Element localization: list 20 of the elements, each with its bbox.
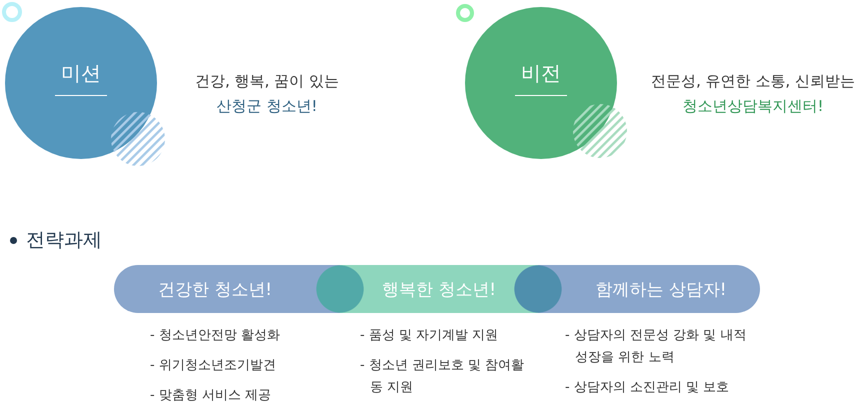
strategy-bar-segment [364, 265, 514, 313]
list-item: - 맞춤형 서비스 제공 [150, 387, 272, 403]
strategy-bar-segment [562, 265, 760, 313]
list-item: - 위기청소년조기발견 [150, 357, 277, 375]
statement-text: 전문성, 유연한 소통, 신뢰받는 [651, 72, 855, 91]
segment-title: 건강한 청소년! [158, 278, 272, 300]
list-item: - 상담자의 전문성 강화 및 내적 성장을 위한 노력 [565, 327, 748, 367]
circle-title: 비전 [515, 60, 567, 96]
list-item: - 청소년안전망 활성화 [150, 327, 281, 345]
highlight-text: 청소년상담복지센터! [682, 97, 824, 116]
strategy-bar-segment [114, 265, 316, 313]
segment-title: 함께하는 상담자! [595, 278, 727, 300]
section-heading: 전략과제 [26, 228, 102, 253]
list-item: - 청소년 권리보호 및 참여활동 지원 [360, 357, 526, 397]
circle-title: 미션 [55, 60, 107, 96]
list-item: - 품성 및 자기계발 지원 [360, 327, 500, 345]
highlight-text: 산청군 청소년! [216, 97, 318, 116]
statement-text: 건강, 행복, 꿈이 있는 [195, 72, 339, 91]
segment-title: 행복한 청소년! [382, 278, 496, 300]
list-item: - 상담자의 소진관리 및 보호 [565, 379, 730, 397]
